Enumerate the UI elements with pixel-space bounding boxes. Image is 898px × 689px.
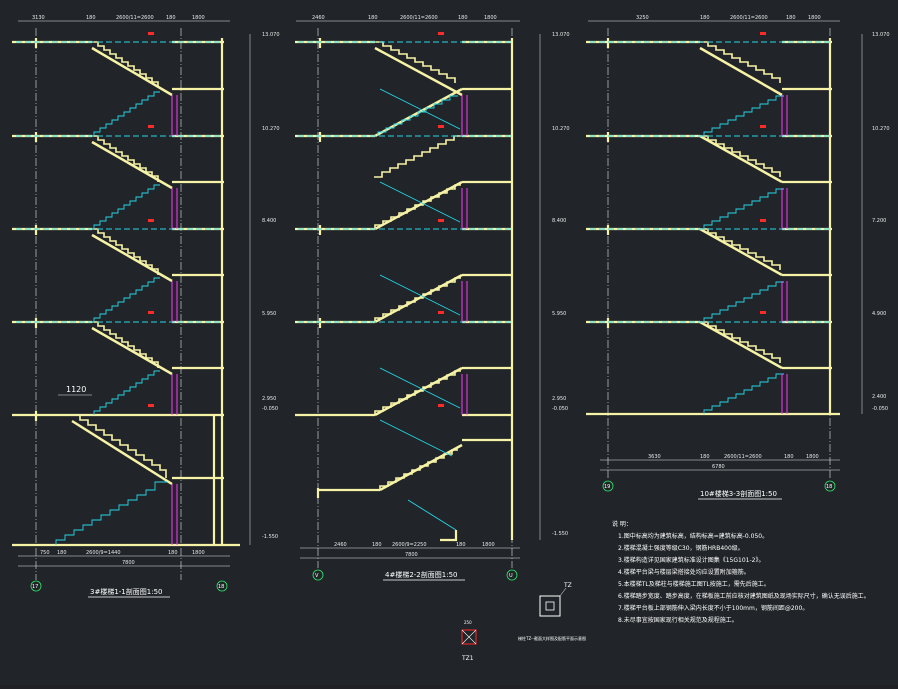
sec3-top-dim-2: 180 — [700, 15, 710, 21]
sec3-bottom-dim-4: 180 — [784, 454, 794, 460]
note-6: 6.楼梯踏步宽度、踏步高度，在梯板施工前应核对建筑图纸及现场实际尺寸，确认无误后… — [618, 592, 870, 600]
sec3-elev-1: 13.070 — [872, 32, 890, 38]
notes-title: 说 明： — [612, 520, 632, 528]
sec2-bottom-dim-4: 180 — [456, 542, 466, 548]
sec1-elev-4: 5.950 — [262, 311, 276, 317]
sec2-elev-2: 10.270 — [552, 126, 570, 132]
notes-block: 说 明： 1.图中标高均为建筑标高，结构标高=建筑标高-0.050。 2.楼梯混… — [612, 520, 870, 624]
detail-tz1-top-dim: 250 — [464, 620, 472, 625]
section-1: 3130 180 2600/11=2600 180 1800 — [12, 15, 280, 598]
sec3-elev-6: -0.050 — [872, 406, 888, 412]
sec1-top-dim-2: 180 — [86, 15, 96, 21]
sec2-bottom-dim-3: 2600/9=2250 — [392, 542, 427, 548]
sec1-bottom-dim-2: 180 — [57, 550, 67, 556]
sec3-bottom-total: 6780 — [712, 464, 725, 470]
sec1-top-dim-4: 180 — [166, 15, 176, 21]
sec1-title: 3#楼梯1-1剖面图1:50 — [90, 587, 162, 596]
note-8: 8.未尽事宜按国家现行相关规范及规程施工。 — [618, 616, 738, 624]
sec3-top-dim-4: 180 — [786, 15, 796, 21]
sec1-elev-3: 8.400 — [262, 218, 276, 224]
detail-tz-label: TZ — [563, 582, 572, 589]
sec3-bottom-dim-5: 1800 — [806, 454, 819, 460]
sec1-bottom-dim-5: 1800 — [192, 550, 205, 556]
sec2-axis-left: V — [315, 573, 319, 579]
section-2: 2460 180 2600/11=2600 180 1800 — [295, 15, 570, 581]
note-7: 7.楼梯平台板上部钢筋伸入梁内长度不小于100mm，钢筋间距@200。 — [618, 604, 808, 612]
sec1-top-dim-1: 3130 — [32, 15, 45, 21]
sec3-elev-5: 2.400 — [872, 394, 886, 400]
sec3-bottom-dim-1: 3630 — [648, 454, 661, 460]
sec2-elev-4: 5.950 — [552, 311, 566, 317]
note-2: 2.楼梯混凝土强度等级C30，钢筋HRB400级。 — [618, 544, 744, 552]
section-3: 3250 180 2600/11=2600 180 1800 — [586, 15, 890, 500]
sec2-axis-right: U — [509, 573, 513, 579]
sec1-bottom-dim-1: 750 — [40, 550, 50, 556]
sec1-axis-left: 17 — [32, 584, 38, 590]
sec2-bottom-dim-5: 1800 — [482, 542, 495, 548]
sec1-bottom-total: 7800 — [122, 560, 135, 566]
sec2-bottom-dim-1: 2460 — [334, 542, 347, 548]
sec1-callout: 1120 — [66, 385, 86, 394]
sec3-elev-2: 10.270 — [872, 126, 890, 132]
sec2-top-dim-1: 2460 — [312, 15, 325, 21]
detail-tz: TZ 梯柱TZ--截面大样图及配筋平面示意图 — [518, 582, 586, 641]
sec3-axis-left: 19 — [604, 484, 610, 490]
sec3-title: 10#楼梯3-3剖面图1:50 — [700, 489, 777, 498]
sec3-bottom-dim-3: 2600/11=2600 — [724, 454, 762, 460]
sec1-bottom-dim-4: 180 — [168, 550, 178, 556]
sec1-bottom-dim-3: 2600/9=1440 — [86, 550, 121, 556]
sec3-elev-3: 7.200 — [872, 218, 886, 224]
sec2-elev-6: -0.050 — [552, 406, 568, 412]
detail-tz1: 250 TZ1 — [461, 620, 477, 662]
note-3: 3.楼梯构造详见国家建筑标准设计图集《15G101-2》。 — [618, 556, 764, 564]
sec2-title: 4#楼梯2-2剖面图1:50 — [385, 570, 457, 579]
sec3-axis-right: 18 — [826, 484, 832, 490]
sec3-top-dim-5: 1800 — [808, 15, 821, 21]
sec2-top-dim-3: 2600/11=2600 — [400, 15, 438, 21]
sec2-top-dim-4: 180 — [458, 15, 468, 21]
sec2-bottom-dim-2: 180 — [372, 542, 382, 548]
note-4: 4.楼梯平台梁与楼层梁搭接处均应设置附加箍筋。 — [618, 568, 750, 576]
detail-tz-caption: 梯柱TZ--截面大样图及配筋平面示意图 — [518, 635, 586, 641]
sec1-top-dim-3: 2600/11=2600 — [116, 15, 154, 21]
detail-tz1-label: TZ1 — [461, 655, 474, 662]
sec2-elev-1: 13.070 — [552, 32, 570, 38]
sec1-top-dim-5: 1800 — [192, 15, 205, 21]
note-1: 1.图中标高均为建筑标高，结构标高=建筑标高-0.050。 — [618, 532, 768, 540]
sec1-elev-2: 10.270 — [262, 126, 280, 132]
sec1-elev-6: -0.050 — [262, 406, 278, 412]
sec3-top-dim-1: 3250 — [636, 15, 649, 21]
sec1-axis-right: 18 — [218, 584, 224, 590]
sec2-elev-3: 8.400 — [552, 218, 566, 224]
sec2-bottom-total: 7800 — [405, 552, 418, 558]
sec1-elev-1: 13.070 — [262, 32, 280, 38]
sec3-bottom-dim-2: 180 — [700, 454, 710, 460]
sec1-elev-7: -1.550 — [262, 534, 278, 540]
sec1-elev-5: 2.950 — [262, 396, 276, 402]
sec3-top-dim-3: 2600/11=2600 — [730, 15, 768, 21]
sec2-elev-7: -1.550 — [552, 531, 568, 537]
sec2-elev-5: 2.950 — [552, 396, 566, 402]
sec2-top-dim-5: 1800 — [484, 15, 497, 21]
note-5: 5.本楼梯TL及梯柱与楼梯施工图TL按施工，需先后施工。 — [618, 580, 770, 588]
sec2-top-dim-2: 180 — [368, 15, 378, 21]
sec3-elev-4: 4.900 — [872, 311, 886, 317]
